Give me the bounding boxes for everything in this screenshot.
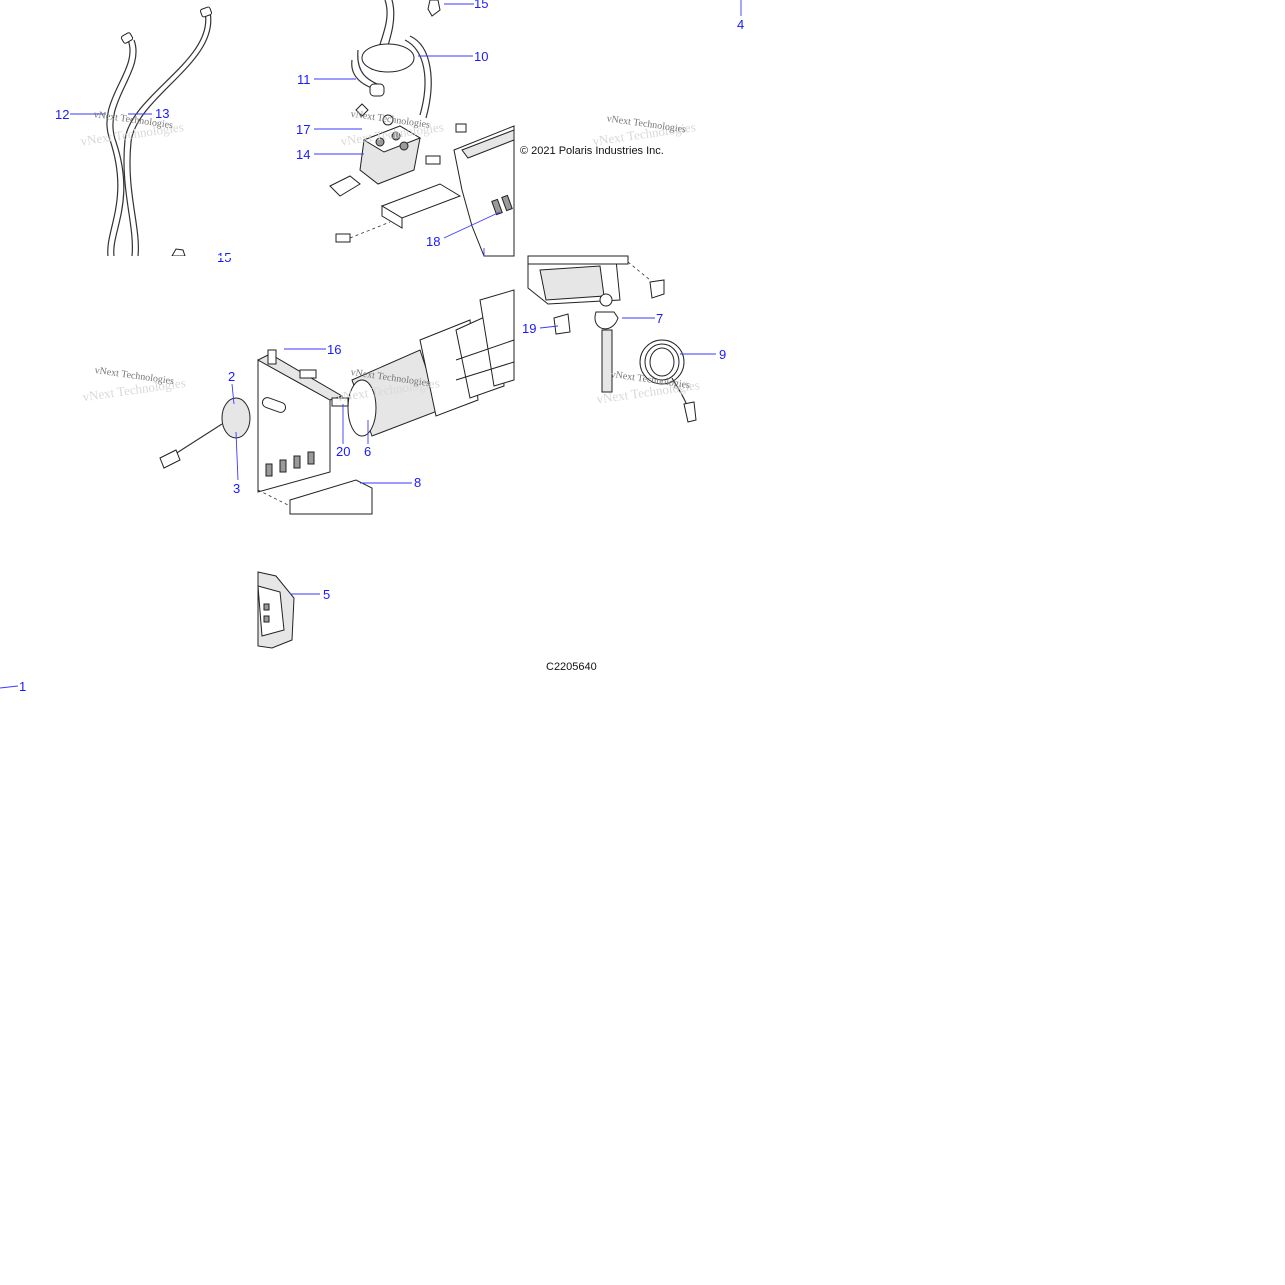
callout-15-top: 15 (474, 0, 488, 11)
callout-14: 14 (296, 147, 310, 162)
copyright-notice: © 2021 Polaris Industries Inc. (520, 145, 664, 157)
callout-19: 19 (522, 321, 536, 336)
callout-11: 11 (297, 72, 311, 87)
callout-18: 18 (426, 234, 440, 249)
callout-2: 2 (228, 369, 235, 384)
winch-detail-view (257, 571, 295, 649)
callout-labels: 1 2 3 4 5 6 7 8 9 10 11 12 13 14 15 15 1… (19, 0, 744, 694)
leader-lines (0, 0, 742, 689)
callout-10: 10 (474, 49, 488, 64)
callout-8: 8 (414, 475, 421, 490)
callout-1: 1 (19, 679, 26, 694)
callout-6: 6 (364, 444, 371, 459)
callout-16: 16 (327, 342, 341, 357)
callout-13: 13 (155, 106, 169, 121)
callout-17: 17 (296, 122, 310, 137)
callout-12: 12 (55, 107, 69, 122)
callout-9: 9 (719, 347, 726, 362)
panel-gap (0, 256, 258, 258)
callout-3: 3 (233, 481, 240, 496)
callout-4: 4 (737, 17, 744, 32)
callout-7: 7 (656, 311, 663, 326)
callout-5: 5 (323, 587, 330, 602)
figure-code: C2205640 (546, 661, 597, 673)
contactor-assembly (329, 0, 515, 257)
callout-20: 20 (336, 444, 350, 459)
fairlead-hook-rope (527, 255, 697, 423)
winch-assembly (159, 289, 515, 515)
